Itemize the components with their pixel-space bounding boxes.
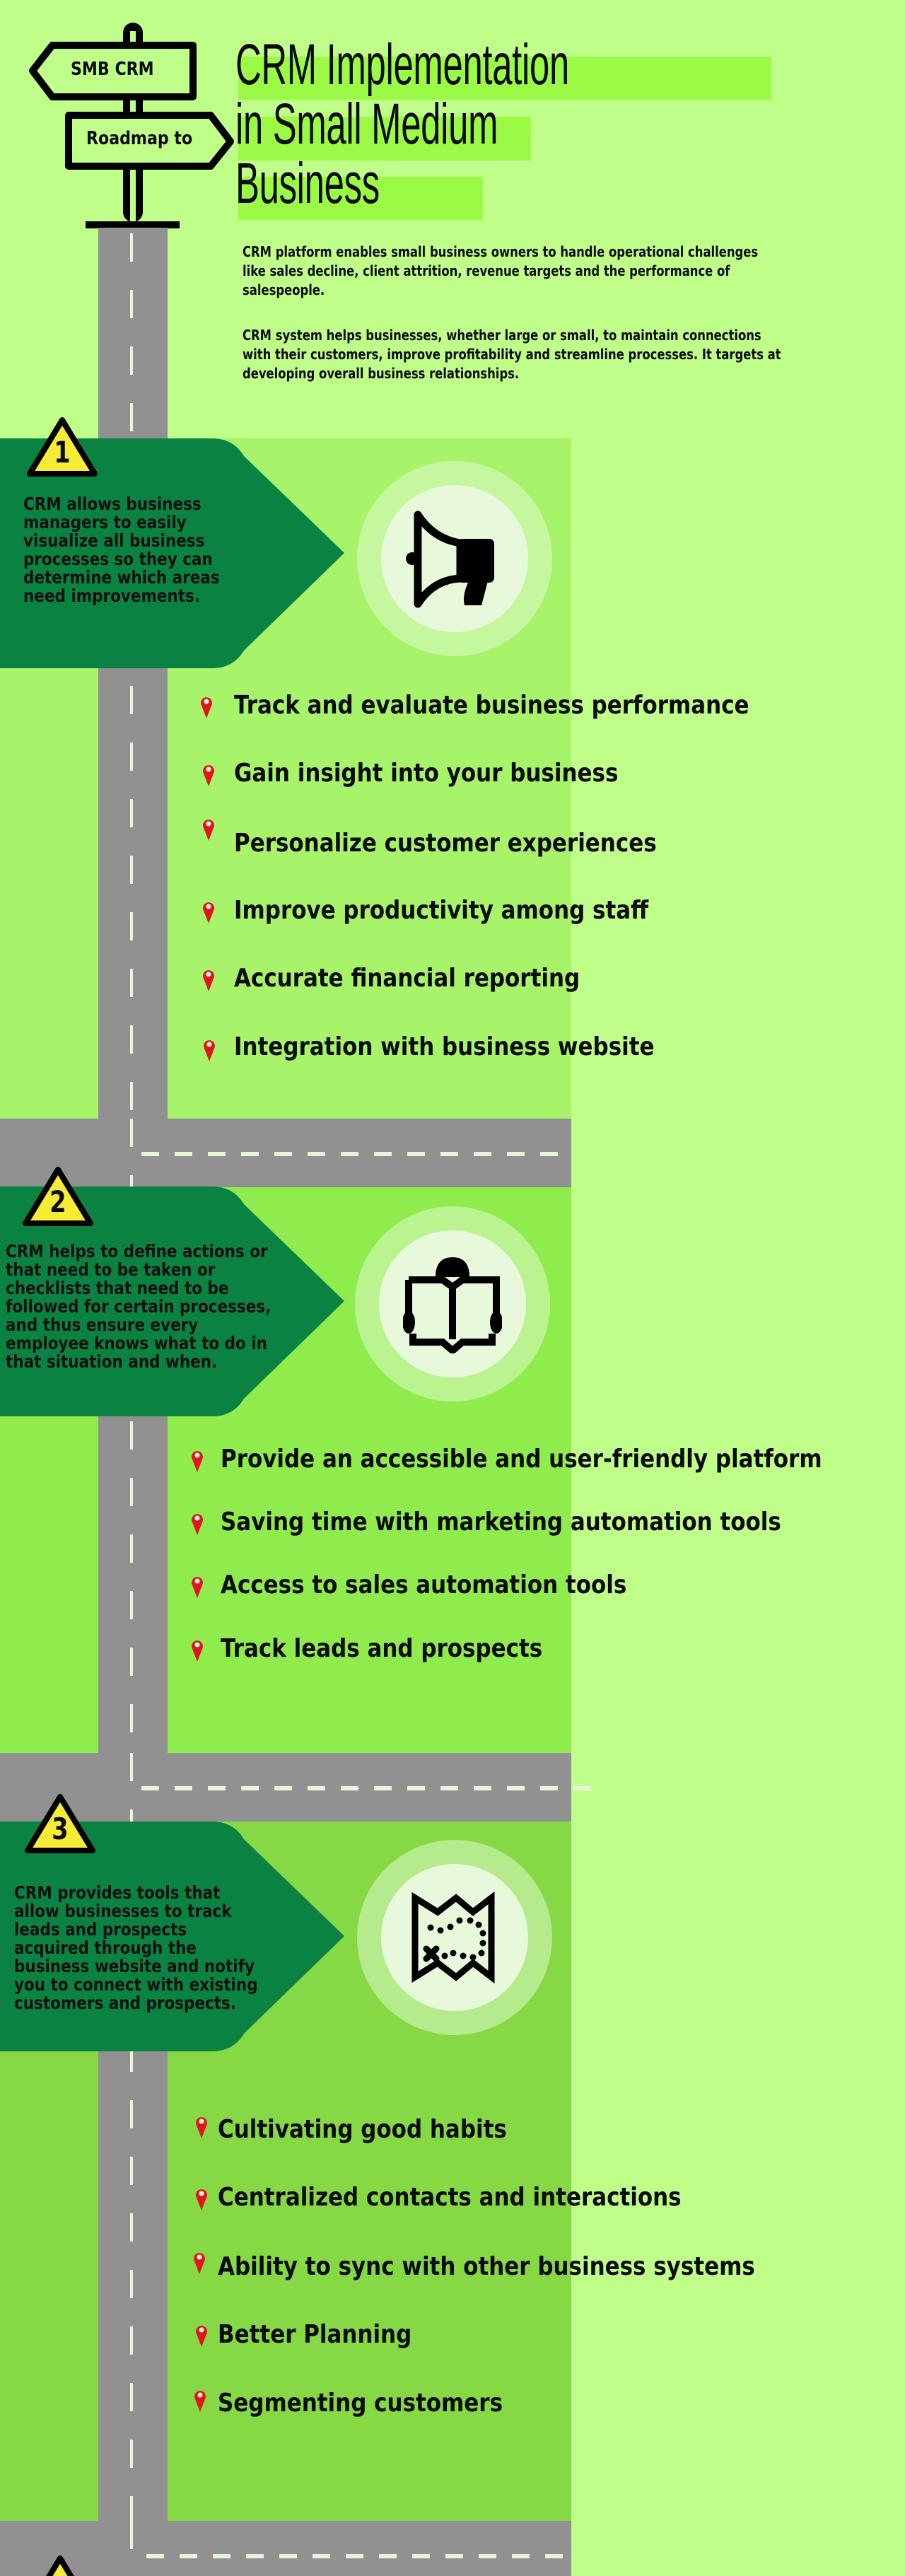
title-highlight-1 xyxy=(238,57,771,100)
map-pin-icon xyxy=(192,1451,203,1472)
section-1-arrow-panel xyxy=(0,438,346,668)
road-crossing-2-line xyxy=(141,1786,605,1790)
section-2-arrow-panel xyxy=(0,1187,346,1416)
warning-badge-4-partial xyxy=(23,2554,97,2576)
map-pin-icon xyxy=(203,765,214,786)
warning-badge-2: 2 xyxy=(21,1165,95,1228)
map-pin-icon xyxy=(192,1514,203,1535)
road-crossing-1-line xyxy=(141,1152,570,1156)
title-line-3: Business xyxy=(235,151,380,216)
section-3-arrow-panel xyxy=(0,1822,346,2051)
map-pin-icon xyxy=(194,2253,205,2274)
map-pin-icon xyxy=(203,902,214,923)
megaphone-icon xyxy=(406,511,494,608)
road-center-line-overlay xyxy=(130,2521,133,2576)
title-line-2: in Small Medium xyxy=(235,92,498,156)
page-title: CRM Implementation in Small Medium Busin… xyxy=(235,35,569,214)
section-1-description: CRM allows business managers to easily v… xyxy=(23,494,220,606)
section-3-icon-circle xyxy=(357,1840,552,2035)
section-number-2: 2 xyxy=(49,1184,66,1219)
intro-paragraph-2: CRM system helps businesses, whether lar… xyxy=(243,327,781,382)
road-crossing-3 xyxy=(0,2521,571,2576)
warning-badge-1: 1 xyxy=(25,416,99,478)
treasure-map-icon xyxy=(411,1891,495,1984)
section-2-description: CRM helps to define actions or that need… xyxy=(6,1241,272,1372)
map-pin-icon xyxy=(192,1640,203,1662)
intro-paragraph-1: CRM platform enables small business owne… xyxy=(243,243,759,298)
map-pin-icon xyxy=(196,2326,207,2347)
road-center-line-overlay xyxy=(130,1119,133,1187)
map-pin-icon xyxy=(204,1040,215,1061)
section-1-icon-circle xyxy=(357,461,552,656)
sign-roadmap-to: Roadmap to xyxy=(86,128,193,149)
reader-book-icon xyxy=(403,1257,502,1353)
signpost-icon xyxy=(29,23,234,228)
road-crossing-3-line xyxy=(146,2554,571,2558)
section-number-1: 1 xyxy=(54,435,71,470)
sign-smb-crm: SMB CRM xyxy=(71,59,154,80)
section-number-3: 3 xyxy=(52,1812,69,1846)
map-pin-icon xyxy=(203,820,214,841)
title-highlight-2 xyxy=(238,117,531,161)
warning-badge-3: 3 xyxy=(23,1793,97,1855)
map-pin-icon xyxy=(192,1577,203,1598)
section-2-icon-circle xyxy=(355,1206,550,1401)
section-3-description: CRM provides tools that allow businesses… xyxy=(14,1882,258,2013)
title-line-1: CRM Implementation xyxy=(235,33,569,97)
map-pin-icon xyxy=(194,2391,206,2412)
map-pin-icon xyxy=(203,970,214,991)
title-highlight-3 xyxy=(238,177,483,220)
road-center-line-overlay xyxy=(130,1753,133,1822)
map-pin-icon xyxy=(201,697,212,718)
map-pin-icon xyxy=(196,2189,207,2210)
map-pin-icon xyxy=(196,2117,207,2138)
